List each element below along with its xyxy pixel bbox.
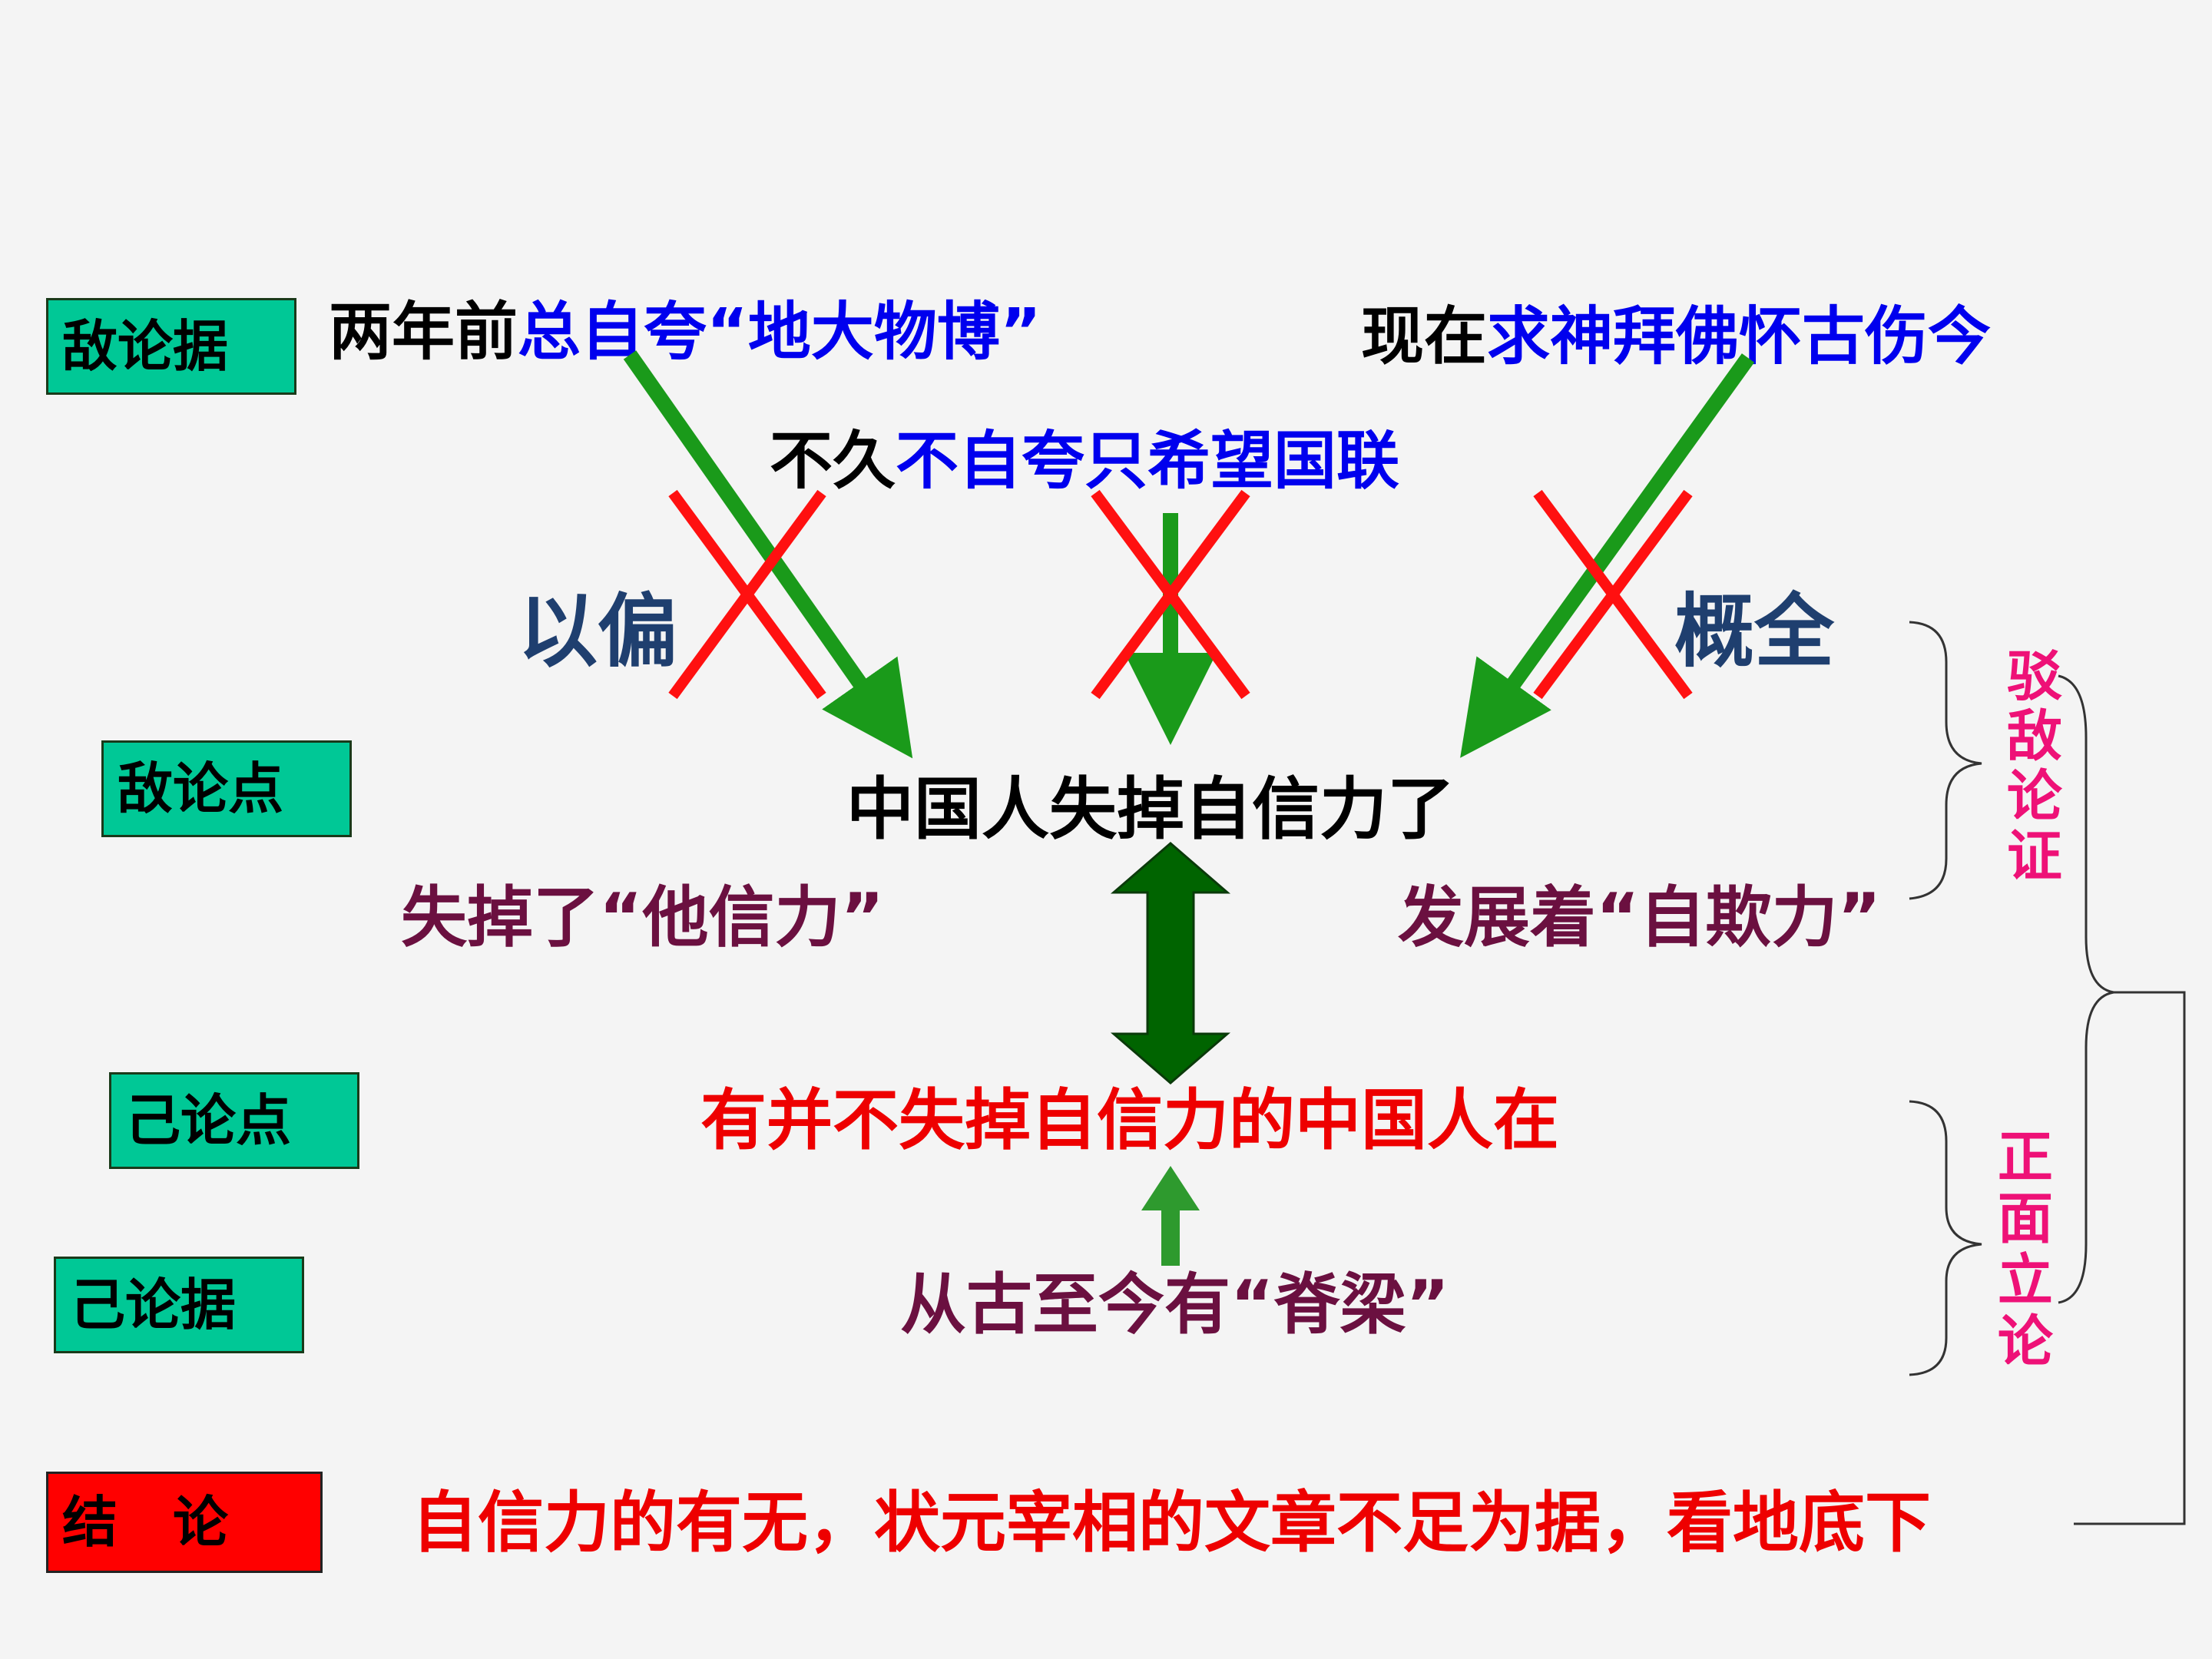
own-thesis-label: 己论点 [109, 1072, 359, 1169]
refute-brace [1909, 621, 1982, 900]
item-2-prefix: 不久 [770, 425, 896, 498]
fallacy-left: 以偏 [518, 584, 678, 678]
establish-brace [1909, 1100, 1982, 1376]
enemy-thesis-text: 中国人失掉自信力了 [846, 770, 1455, 849]
red-cross-left [668, 489, 826, 700]
establish-text: 正面立论 [1988, 1128, 2053, 1373]
item-1-prefix: 两年前 [329, 296, 518, 369]
combined-brace [2058, 674, 2114, 1304]
enemy-evidence-item-1: 两年前总自夸“地大物博” [329, 301, 1041, 364]
red-cross-right [1533, 489, 1693, 700]
rebuttal-left: 失掉了“他信力” [401, 879, 885, 956]
arrow-right [1460, 353, 1755, 758]
item-2-text: 不自夸只希望国联 [896, 425, 1400, 498]
red-cross-middle [1091, 489, 1250, 700]
enemy-evidence-item-2: 不久不自夸只希望国联 [770, 430, 1399, 493]
item-3-prefix: 现在 [1361, 300, 1488, 373]
refute-text: 驳敌论证 [1997, 647, 2062, 886]
enemy-thesis-label: 敌论点 [101, 740, 352, 837]
arrow-left [623, 350, 913, 759]
conclusion-text: 自信力的有无，状元宰相的文章不足为据，看地底下 [412, 1485, 1931, 1561]
up-arrow [1141, 1166, 1200, 1266]
refute-bracket-label: 驳敌论证 [1997, 647, 2062, 886]
conclusion-label: 结 论 [46, 1472, 323, 1573]
fallacy-right: 概全 [1674, 584, 1835, 678]
conclusion-connector [2074, 991, 2186, 1525]
own-thesis-text: 有并不失掉自信力的中国人在 [700, 1082, 1559, 1159]
establish-bracket-label: 正面立论 [1988, 1128, 2053, 1373]
double-arrow [1110, 842, 1231, 1084]
item-1-text: 总自夸“地大物博” [518, 296, 1041, 369]
enemy-evidence-label: 敌论据 [46, 298, 296, 395]
rebuttal-right: 发展着“自欺力” [1398, 879, 1882, 956]
own-evidence-label: 己论据 [54, 1257, 304, 1353]
own-evidence-text: 从古至今有“脊梁” [900, 1267, 1450, 1343]
